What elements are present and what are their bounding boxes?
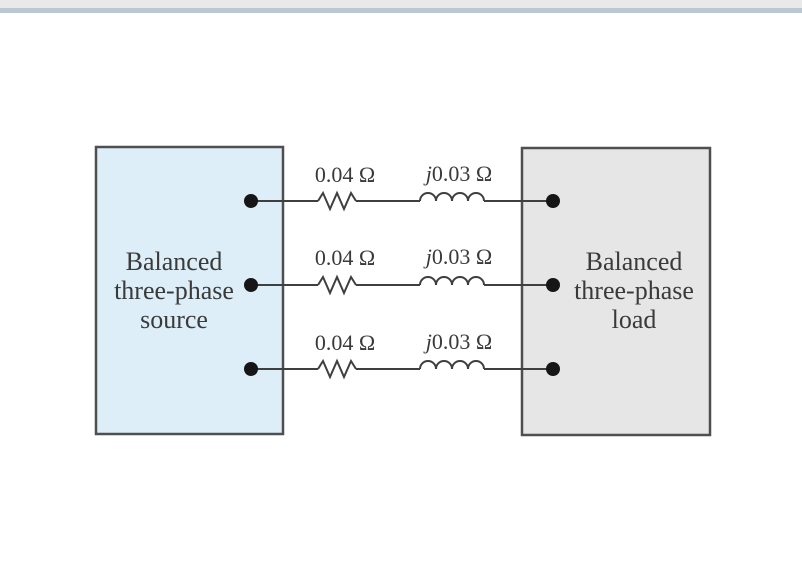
phase-a-reactance-value: 0.03 Ω xyxy=(431,161,493,186)
phase-b-resistance-label: 0.04 Ω xyxy=(314,245,376,270)
phase-b-source-terminal xyxy=(244,278,258,292)
phase-b-reactance-value: 0.03 Ω xyxy=(431,244,493,269)
phase-c-reactance-value: 0.03 Ω xyxy=(431,329,493,354)
phase-a-load-terminal xyxy=(546,194,560,208)
phase-c-source-terminal xyxy=(244,362,258,376)
phase-line-b xyxy=(244,274,560,296)
phase-b-reactance-label: j0.03 Ω xyxy=(426,246,492,268)
phase-a-reactance-label: j0.03 Ω xyxy=(426,163,492,185)
phase-b-inductor-symbol xyxy=(419,276,485,286)
phase-b-load-terminal xyxy=(546,278,560,292)
source-box-label-line2: three-phase xyxy=(114,276,234,305)
phase-line-c xyxy=(244,358,560,380)
phase-c-inductor-symbol xyxy=(419,360,485,370)
phase-c-load-terminal xyxy=(546,362,560,376)
phase-a-source-terminal xyxy=(244,194,258,208)
phase-a-inductor-symbol xyxy=(419,192,485,202)
load-box-label: Balanced three-phase load xyxy=(574,247,694,334)
source-box-label: Balanced three-phase source xyxy=(114,247,234,334)
phase-a-resistance-label: 0.04 Ω xyxy=(314,162,376,187)
phase-line-a xyxy=(244,190,560,212)
phase-a-reactance-prefix: j xyxy=(425,161,432,186)
window-top-accent-line xyxy=(0,8,802,13)
phase-c-resistor-symbol xyxy=(317,358,357,380)
phase-c-reactance-prefix: j xyxy=(425,329,432,354)
window-top-strip xyxy=(0,0,802,8)
load-box-label-line2: three-phase xyxy=(574,276,694,305)
phase-b-reactance-prefix: j xyxy=(425,244,432,269)
load-box-label-line1: Balanced xyxy=(585,247,683,276)
source-box-label-line1: Balanced xyxy=(125,247,223,276)
phase-c-reactance-label: j0.03 Ω xyxy=(426,331,492,353)
load-box-label-line3: load xyxy=(611,305,657,334)
phase-a-resistor-symbol xyxy=(317,190,357,212)
phase-b-resistor-symbol xyxy=(317,274,357,296)
phase-c-resistance-label: 0.04 Ω xyxy=(314,330,376,355)
source-box-label-line3: source xyxy=(140,305,208,334)
